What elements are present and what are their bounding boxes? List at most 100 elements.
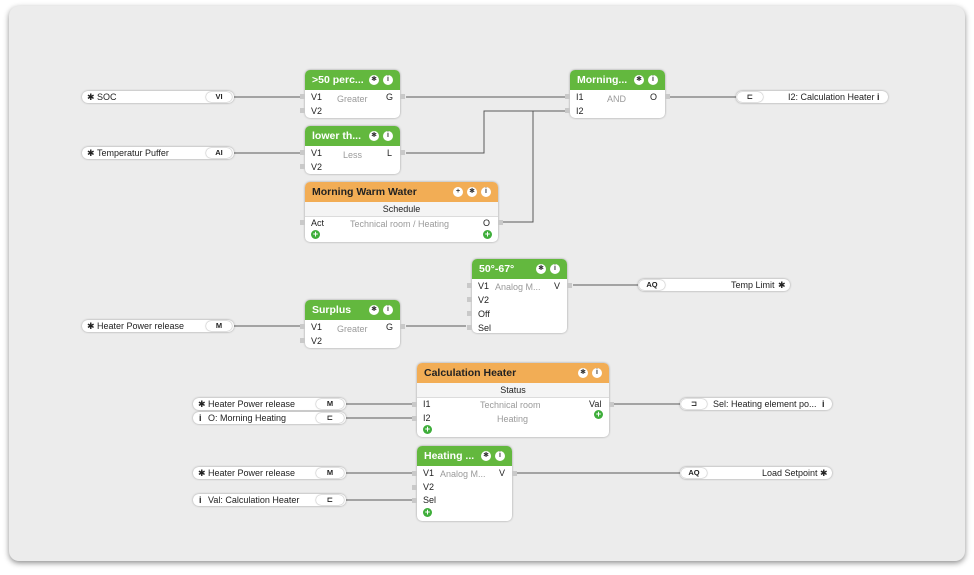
input-heater-power-release[interactable]: ✱ Heater Power release M bbox=[82, 320, 234, 332]
port-act: Act bbox=[311, 218, 325, 228]
info-icon[interactable]: i bbox=[383, 75, 393, 85]
block-subtitle: Status bbox=[417, 383, 609, 398]
output-pin[interactable] bbox=[512, 471, 517, 476]
input-pin[interactable] bbox=[412, 498, 417, 503]
block-title[interactable]: Calculation Heater ✱ i bbox=[417, 363, 609, 383]
input-val-calculation-heater[interactable]: i Val: Calculation Heater ⊏ bbox=[193, 494, 346, 506]
input-pin[interactable] bbox=[412, 485, 417, 490]
output-pin[interactable] bbox=[567, 283, 572, 288]
output-pin[interactable] bbox=[400, 94, 405, 99]
input-pin[interactable] bbox=[300, 108, 305, 113]
output-pin[interactable] bbox=[665, 94, 670, 99]
port-v1: V1 bbox=[311, 148, 323, 158]
block-operation: AND bbox=[607, 94, 627, 104]
block-operation: Greater bbox=[337, 324, 368, 334]
gear-icon[interactable]: ✱ bbox=[467, 187, 477, 197]
input-pin[interactable] bbox=[467, 311, 472, 316]
add-input-icon[interactable]: + bbox=[311, 229, 320, 239]
block-analog-50-67[interactable]: 50°-67° ✱ i V1 V2 Off Sel Analog M... V bbox=[467, 259, 572, 333]
input-label: O: Morning Heating bbox=[208, 413, 287, 423]
block-operation: Analog M... bbox=[440, 469, 486, 479]
input-label: Heater Power release bbox=[97, 321, 185, 331]
block-surplus[interactable]: Surplus ✱ i V1 V2 Greater G bbox=[300, 300, 405, 348]
gear-icon[interactable]: ✱ bbox=[369, 305, 379, 315]
input-pin[interactable] bbox=[300, 220, 305, 225]
input-pin[interactable] bbox=[412, 416, 417, 421]
add-input-icon[interactable]: + bbox=[423, 507, 432, 517]
input-label: Heater Power release bbox=[208, 468, 296, 478]
port-i1: I1 bbox=[576, 92, 584, 102]
port-v2: V2 bbox=[311, 106, 323, 116]
info-icon[interactable]: i bbox=[648, 75, 658, 85]
info-icon[interactable]: i bbox=[481, 187, 491, 197]
block-greater-50[interactable]: >50 perc... ✱ i V1 V2 Greater G bbox=[300, 70, 405, 118]
input-pin[interactable] bbox=[565, 94, 570, 99]
gear-icon[interactable]: ✱ bbox=[481, 451, 491, 461]
input-type-tag: M bbox=[316, 468, 344, 478]
info-icon[interactable]: i bbox=[592, 368, 602, 378]
gear-icon[interactable]: ✱ bbox=[536, 264, 546, 274]
block-title-text: 50°-67° bbox=[479, 263, 515, 275]
output-heating-element[interactable]: ⊐ Sel: Heating element po... i bbox=[680, 398, 832, 410]
input-morning-heating[interactable]: i O: Morning Heating ⊏ bbox=[193, 412, 346, 424]
output-calculation-heater[interactable]: ⊏ I2: Calculation Heater i bbox=[736, 91, 888, 103]
block-calculation-heater[interactable]: Calculation Heater ✱ i Status I1 I2 Tech… bbox=[412, 363, 614, 437]
output-pin[interactable] bbox=[400, 324, 405, 329]
gear-icon[interactable]: ✱ bbox=[369, 75, 379, 85]
port-g: G bbox=[386, 322, 394, 332]
port-off: Off bbox=[478, 309, 490, 319]
input-soc[interactable]: ✱ SOC VI bbox=[82, 91, 234, 103]
info-icon: i bbox=[877, 92, 880, 102]
output-pin[interactable] bbox=[498, 220, 503, 225]
add-output-icon[interactable]: + bbox=[594, 409, 603, 419]
block-morning-and[interactable]: Morning... ✱ i I1 I2 AND O bbox=[565, 70, 670, 118]
input-pin[interactable] bbox=[300, 150, 305, 155]
block-title[interactable]: >50 perc... ✱ i bbox=[305, 70, 400, 90]
port-o: O bbox=[650, 92, 658, 102]
input-pin[interactable] bbox=[565, 108, 570, 113]
block-title-text: Surplus bbox=[312, 304, 352, 316]
input-pin[interactable] bbox=[467, 297, 472, 302]
input-pin[interactable] bbox=[467, 325, 472, 330]
add-icon[interactable]: + bbox=[453, 187, 463, 197]
input-pin[interactable] bbox=[300, 338, 305, 343]
add-output-icon[interactable]: + bbox=[483, 229, 492, 239]
block-title[interactable]: Morning... ✱ i bbox=[570, 70, 665, 90]
block-operation: Analog M... bbox=[495, 282, 541, 292]
gear-icon[interactable]: ✱ bbox=[634, 75, 644, 85]
output-pin[interactable] bbox=[609, 402, 614, 407]
input-pin[interactable] bbox=[467, 283, 472, 288]
info-icon[interactable]: i bbox=[383, 131, 393, 141]
info-icon[interactable]: i bbox=[383, 305, 393, 315]
info-icon[interactable]: i bbox=[550, 264, 560, 274]
input-pin[interactable] bbox=[300, 94, 305, 99]
block-title-text: Heating ... bbox=[424, 450, 475, 462]
input-pin[interactable] bbox=[412, 471, 417, 476]
input-heater-power-release[interactable]: ✱ Heater Power release M bbox=[193, 398, 346, 410]
gear-icon: ✱ bbox=[778, 280, 786, 290]
block-title[interactable]: Heating ... ✱ i bbox=[417, 446, 512, 466]
input-type-tag: VI bbox=[206, 92, 232, 102]
block-heating-analog[interactable]: Heating ... ✱ i V1 V2 Sel Analog M... V … bbox=[412, 446, 517, 521]
block-title[interactable]: lower th... ✱ i bbox=[305, 126, 400, 146]
block-lower-than[interactable]: lower th... ✱ i V1 V2 Less L bbox=[300, 126, 405, 174]
input-heater-power-release[interactable]: ✱ Heater Power release M bbox=[193, 467, 346, 479]
block-title[interactable]: 50°-67° ✱ i bbox=[472, 259, 567, 279]
input-pin[interactable] bbox=[300, 324, 305, 329]
add-input-icon[interactable]: + bbox=[423, 424, 432, 434]
block-title[interactable]: Morning Warm Water + ✱ i bbox=[305, 182, 498, 202]
output-temp-limit[interactable]: AQ Temp Limit ✱ bbox=[638, 279, 790, 291]
gear-icon[interactable]: ✱ bbox=[578, 368, 588, 378]
output-load-setpoint[interactable]: AQ Load Setpoint ✱ bbox=[680, 467, 832, 479]
input-pin[interactable] bbox=[412, 402, 417, 407]
input-temperatur-puffer[interactable]: ✱ Temperatur Puffer AI bbox=[82, 147, 234, 159]
block-title-text: Calculation Heater bbox=[424, 367, 517, 379]
gear-icon[interactable]: ✱ bbox=[369, 131, 379, 141]
gear-icon: ✱ bbox=[820, 468, 828, 478]
block-morning-warm-water[interactable]: Morning Warm Water + ✱ i Schedule Act Te… bbox=[300, 182, 503, 242]
gear-icon: ✱ bbox=[87, 92, 95, 102]
block-title[interactable]: Surplus ✱ i bbox=[305, 300, 400, 320]
input-pin[interactable] bbox=[300, 164, 305, 169]
output-pin[interactable] bbox=[400, 150, 405, 155]
info-icon[interactable]: i bbox=[495, 451, 505, 461]
